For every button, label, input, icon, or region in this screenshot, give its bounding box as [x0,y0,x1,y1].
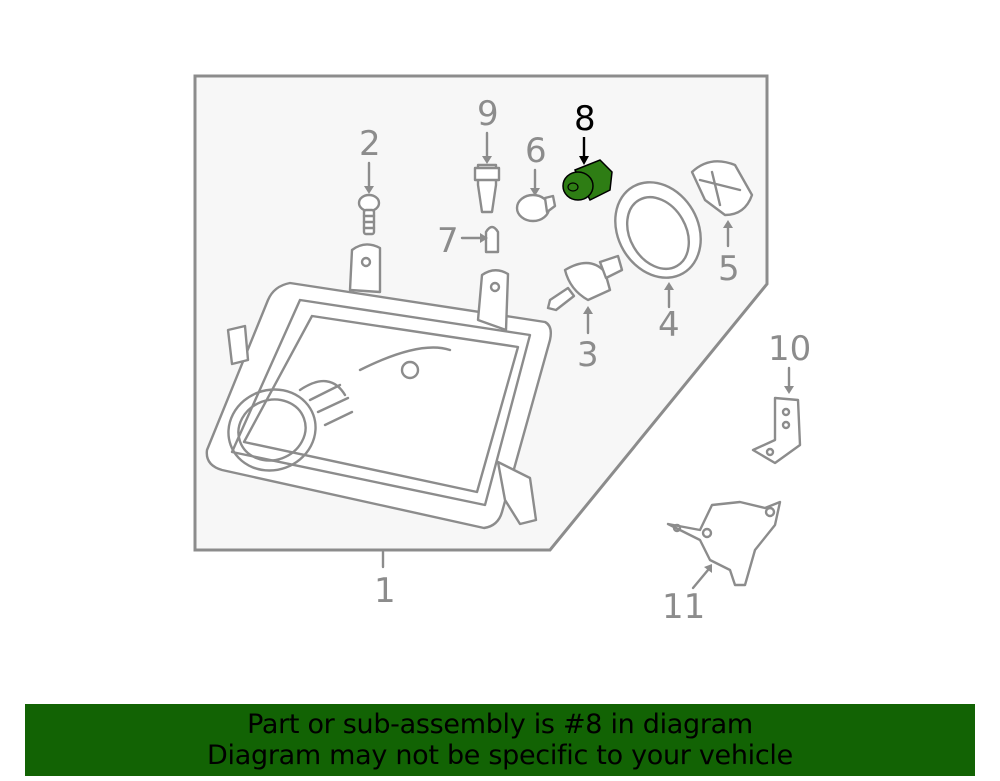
banner-line-disclaimer: Diagram may not be specific to your vehi… [207,740,793,771]
callout-label-7: 7 [437,221,459,261]
callout-label-9: 9 [477,94,499,134]
headlamp-assembly-part-1[interactable] [205,243,553,530]
banner-line-part-number: Part or sub-assembly is #8 in diagram [247,709,753,740]
callout-label-4: 4 [658,305,680,345]
retaining-ring-part-4[interactable] [598,167,717,294]
bulb-part-6[interactable] [515,193,557,223]
callout-label-1: 1 [374,571,396,611]
callout-label-2: 2 [359,124,381,164]
bulb-part-7[interactable] [484,225,500,254]
bulb-part-3[interactable] [546,254,624,312]
bracket-part-10[interactable] [751,396,802,465]
callout-label-11: 11 [662,587,705,627]
bracket-part-11[interactable] [666,500,782,587]
callout-label-5: 5 [718,249,740,289]
screw-part-2[interactable] [357,193,381,236]
parts-diagram: 1 2 9 7 6 8 3 [193,74,811,627]
bulb-part-9[interactable] [473,163,501,214]
cap-part-5[interactable] [690,160,754,217]
callout-label-3: 3 [577,335,599,375]
callout-label-6: 6 [525,131,547,171]
socket-part-8-highlighted[interactable] [562,159,613,202]
callout-label-10: 10 [768,329,811,369]
callout-label-8: 8 [574,99,596,139]
info-banner: Part or sub-assembly is #8 in diagram Di… [25,704,975,776]
